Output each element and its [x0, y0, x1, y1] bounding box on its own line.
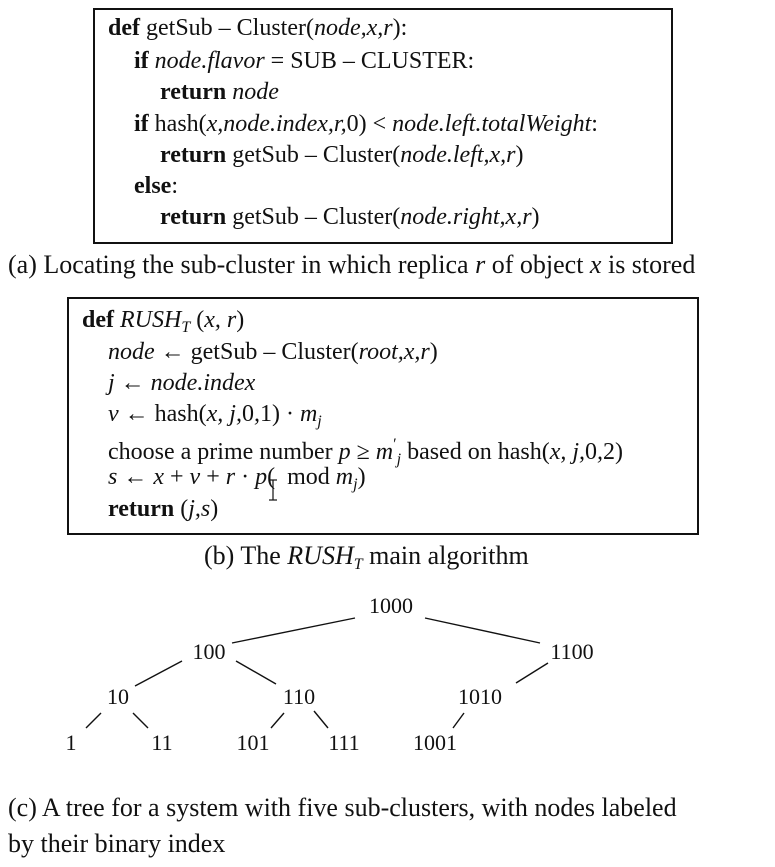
code-line-a5: return getSub – Cluster(node.left,x,r) — [160, 142, 524, 168]
node-110: 110 — [283, 684, 315, 709]
node-101: 101 — [237, 730, 270, 755]
node-10: 10 — [107, 684, 129, 709]
caption-a: (a) Locating the sub-cluster in which re… — [8, 250, 696, 279]
code-line-a2: if node.flavor = SUB – CLUSTER: — [134, 48, 475, 74]
edge-1000-100 — [231, 617, 356, 644]
code-line-a4: if hash(x,node.index,r,0) < node.left.to… — [134, 111, 598, 137]
node-1001: 1001 — [413, 730, 457, 755]
caption-c-line1: (c) A tree for a system with five sub-cl… — [8, 793, 677, 822]
edge-1100-1010 — [515, 662, 549, 684]
edge-100-10 — [134, 660, 183, 687]
edge-1010-1001 — [452, 712, 465, 729]
code-line-b5: choose a prime number p ≥ m′j based on h… — [108, 436, 624, 468]
node-11: 11 — [151, 730, 172, 755]
binary-index-tree: 1000 100 1100 10 110 1010 1 11 101 111 1… — [66, 593, 594, 755]
code-line-a1: def getSub – Cluster(node,x,r): — [108, 15, 408, 41]
code-line-a7: return getSub – Cluster(node.right,x,r) — [160, 204, 540, 230]
code-line-a6: else: — [134, 173, 178, 199]
node-1100: 1100 — [550, 639, 593, 664]
code-line-b1: def RUSHT (x, r) — [82, 307, 245, 336]
edge-100-110 — [235, 660, 277, 685]
caption-c-line2: by their binary index — [8, 829, 226, 858]
algorithm-box-getsub-cluster — [93, 8, 673, 244]
algorithm-box-rush-t — [67, 297, 699, 535]
code-line-b4: v ← hash(x, j,0,1) · mj — [108, 401, 322, 430]
edge-110-111 — [313, 710, 329, 729]
code-line-b2: node ← getSub – Cluster(root,x,r) — [108, 339, 438, 365]
node-1010: 1010 — [458, 684, 502, 709]
edge-10-1 — [85, 712, 102, 729]
edge-110-101 — [270, 712, 285, 729]
node-1000: 1000 — [369, 593, 413, 618]
caption-b: (b) The RUSHT main algorithm — [204, 541, 529, 573]
node-100: 100 — [193, 639, 226, 664]
edge-10-11 — [132, 712, 149, 729]
node-111: 111 — [328, 730, 359, 755]
code-line-a3: return node — [160, 79, 279, 105]
code-line-b3: j ← node.index — [108, 370, 256, 396]
node-1: 1 — [66, 730, 77, 755]
code-line-b7: return (j,s) — [108, 496, 219, 522]
code-line-b6: s ← x + v + r · p( mod mj) — [108, 464, 366, 493]
edge-1000-1100 — [424, 617, 541, 644]
text-cursor-icon — [269, 479, 277, 501]
